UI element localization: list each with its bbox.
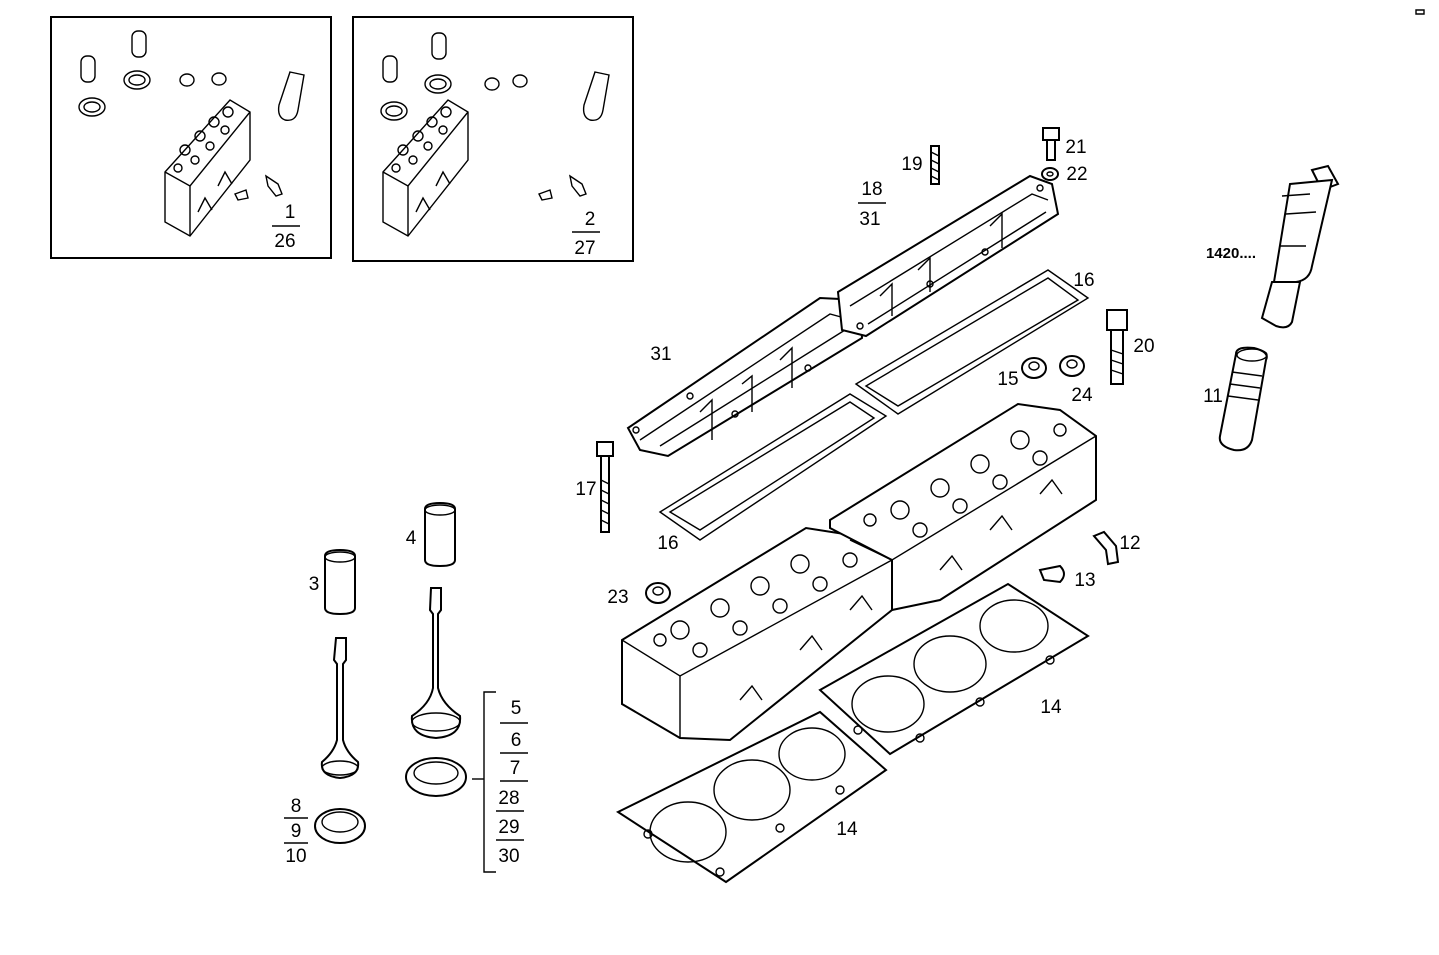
label-21: 21 <box>1065 137 1086 158</box>
part-valve-guide-4 <box>424 501 456 568</box>
corner-mark <box>1415 9 1425 15</box>
label-8: 8 <box>291 796 302 817</box>
part-bolt-17 <box>596 441 614 533</box>
part-stud-19 <box>930 145 940 185</box>
label-12: 12 <box>1119 533 1140 554</box>
part-rocker-cover-31 <box>626 296 864 458</box>
label-29: 29 <box>498 817 519 838</box>
inset-1-top-label: 1 <box>285 202 296 223</box>
inset-panel-2: 2 27 <box>352 16 634 262</box>
part-nut-15 <box>1021 357 1047 379</box>
label-7: 7 <box>510 758 521 779</box>
part-head-gasket-14-upper <box>818 582 1090 756</box>
part-nut-23 <box>645 582 671 604</box>
label-23: 23 <box>607 587 628 608</box>
part-valve-exhaust <box>320 637 360 780</box>
label-18: 18 <box>861 179 882 200</box>
part-washer-22 <box>1041 167 1059 181</box>
label-11: 11 <box>1203 386 1223 407</box>
inset-panel-1: 1 26 <box>50 16 332 259</box>
part-valve-seat-5-30 <box>405 757 467 797</box>
label-16-lower: 16 <box>657 533 678 554</box>
part-plug-13 <box>1038 564 1065 584</box>
part-valve-intake <box>410 587 462 740</box>
label-28: 28 <box>498 788 519 809</box>
part-cover-gasket-16-lower <box>658 393 888 541</box>
part-cylinder-head-right <box>829 402 1097 612</box>
label-30: 30 <box>498 846 519 867</box>
part-bolt-20 <box>1106 309 1128 385</box>
label-31-lower: 31 <box>650 344 671 365</box>
label-16-upper: 16 <box>1073 270 1094 291</box>
label-10: 10 <box>285 846 306 867</box>
part-valve-guide-3 <box>324 548 356 616</box>
label-5: 5 <box>511 698 522 719</box>
inset-2-top-label: 2 <box>585 209 596 230</box>
part-valve-seat-8-9-10 <box>314 808 366 844</box>
label-15: 15 <box>997 369 1018 390</box>
part-elbow-12 <box>1092 530 1120 566</box>
label-1420: 1420.... <box>1206 245 1256 262</box>
part-head-gasket-14-lower <box>615 710 888 884</box>
part-injector-sleeve-11 <box>1218 346 1268 452</box>
part-rocker-cover-18 <box>836 174 1060 338</box>
label-9: 9 <box>291 821 302 842</box>
label-31-upper: 31 <box>859 209 880 230</box>
label-14-lower: 14 <box>836 819 858 840</box>
label-13: 13 <box>1074 570 1095 591</box>
label-6: 6 <box>511 730 522 751</box>
part-nut-24 <box>1059 355 1085 377</box>
label-3: 3 <box>309 574 320 595</box>
label-20: 20 <box>1133 336 1154 357</box>
part-bolt-21 <box>1042 127 1060 161</box>
label-19: 19 <box>901 154 922 175</box>
part-injector-1420 <box>1260 164 1340 329</box>
label-24: 24 <box>1071 385 1093 406</box>
inset-2-bottom-label: 27 <box>574 238 595 259</box>
label-22: 22 <box>1066 164 1087 185</box>
part-cover-gasket-16-upper <box>854 269 1090 415</box>
label-14-upper: 14 <box>1040 697 1062 718</box>
inset-1-bottom-label: 26 <box>274 231 295 252</box>
label-4: 4 <box>406 528 417 549</box>
label-17: 17 <box>575 479 596 500</box>
